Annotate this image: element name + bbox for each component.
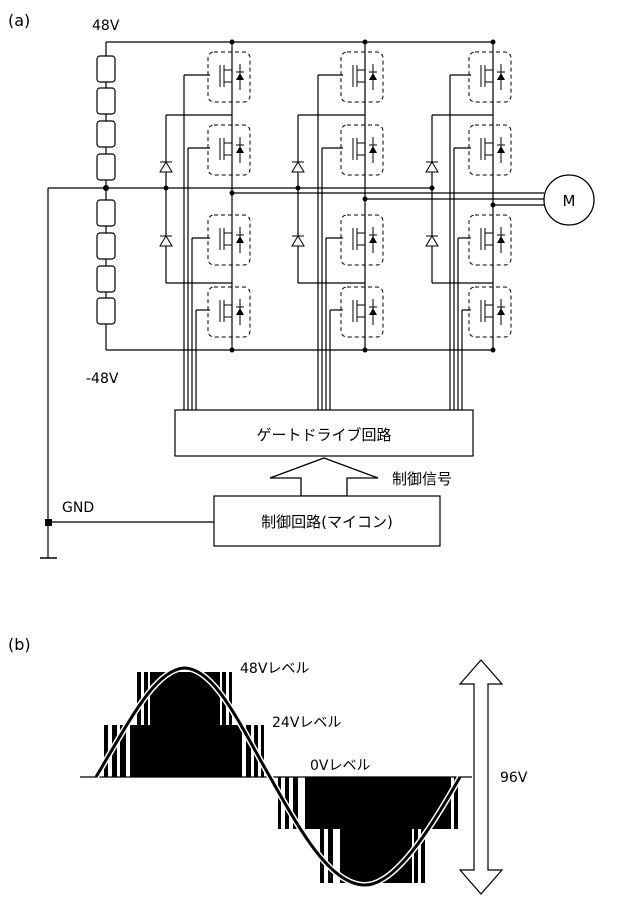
switch-cell-2-4	[340, 286, 384, 338]
phase-leg-3	[425, 39, 512, 410]
clamp-diode-1b	[159, 235, 173, 247]
control-signal-label: 制御信号	[392, 470, 452, 488]
level-48-label: 48Vレベル	[240, 661, 309, 677]
battery-stack	[96, 42, 116, 350]
clamp-diode-1a	[159, 161, 173, 173]
switch-cell-3-1	[468, 51, 512, 103]
phase-leg-2	[291, 39, 384, 410]
sine-wave	[94, 666, 462, 887]
gnd-label: GND	[62, 500, 94, 516]
switch-cell-3-3	[468, 214, 512, 266]
bottom-voltage-label: -48V	[86, 371, 119, 387]
level-24-label: 24Vレベル	[272, 715, 341, 731]
gate-drive-label: ゲートドライブ回路	[256, 426, 391, 444]
switch-cell-1-1	[207, 51, 251, 103]
switch-cell-1-2	[207, 124, 251, 176]
clamp-diode-2b	[291, 235, 305, 247]
clamp-diode-3a	[425, 161, 439, 173]
switch-cell-1-3	[207, 214, 251, 266]
clamp-diode-3b	[425, 235, 439, 247]
level-0-label: 0Vレベル	[310, 758, 370, 774]
gate-drive-block	[174, 409, 474, 457]
controller-block	[213, 495, 441, 547]
switch-cell-3-2	[468, 124, 512, 176]
figure-a-label: (a)	[8, 11, 30, 30]
control-signal-arrow	[269, 457, 379, 497]
pwm-waveform	[80, 664, 472, 889]
clamp-diode-2a	[291, 161, 305, 173]
motor-label: M	[563, 192, 576, 210]
switch-cell-1-4	[207, 286, 251, 338]
voltage-span-arrow	[458, 659, 504, 895]
phase-leg-1	[159, 39, 251, 410]
controller-label: 制御回路(マイコン)	[261, 513, 393, 531]
top-voltage-label: 48V	[92, 18, 120, 34]
switch-cell-2-3	[340, 214, 384, 266]
span-label: 96V	[500, 770, 528, 786]
motor-phase-lines	[229, 190, 544, 208]
switch-cell-2-2	[340, 124, 384, 176]
motor	[543, 174, 595, 226]
figure-b-label: (b)	[8, 635, 31, 654]
switch-cell-3-4	[468, 286, 512, 338]
switch-cell-2-1	[340, 51, 384, 103]
